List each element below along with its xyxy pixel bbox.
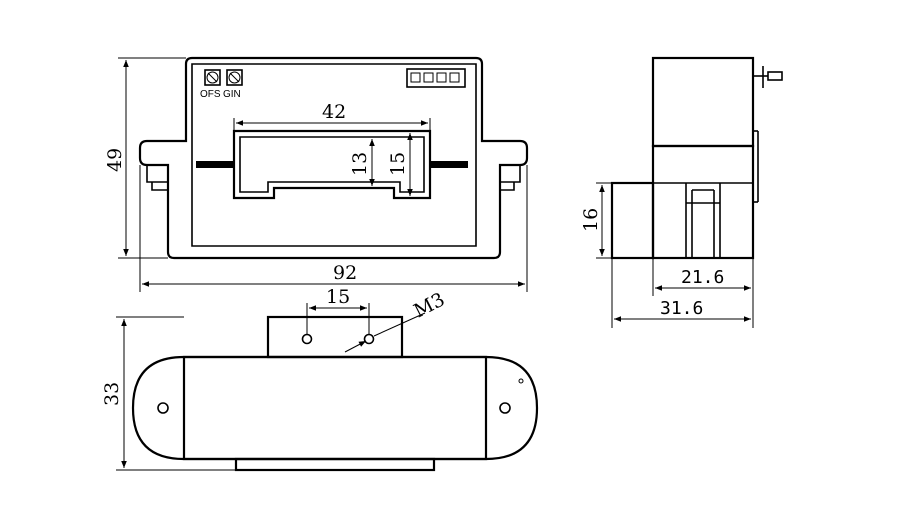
top-view: 15 M3 33 <box>101 286 539 472</box>
dim-42-label: 42 <box>322 101 346 123</box>
side-upper-housing <box>651 56 755 148</box>
screw-hole-left <box>301 333 313 345</box>
window-inner <box>239 136 425 193</box>
front-inner-panel <box>191 63 477 247</box>
mount-hole-left <box>157 402 169 414</box>
screw-hole-right <box>363 333 375 345</box>
connector-pin <box>423 72 434 83</box>
gin-label: GIN <box>223 89 241 100</box>
dim-31-6-label: 31.6 <box>660 298 703 319</box>
ofs-trimmer-icon <box>204 69 221 86</box>
left-flange-tab <box>146 165 168 183</box>
front-view-outline <box>138 56 529 260</box>
top-flange-outline <box>131 355 539 461</box>
top-connector-block <box>266 315 404 359</box>
dim-21-6-label: 21.6 <box>681 267 724 288</box>
dim-16-label: 16 <box>580 208 602 232</box>
dim-49-label: 49 <box>104 148 126 172</box>
right-connector-bar <box>430 161 468 168</box>
connector-pin <box>449 72 460 83</box>
front-view: OFS GIN 42 13 15 49 92 <box>104 56 529 292</box>
side-connector-pin <box>767 71 783 81</box>
ofs-label: OFS <box>200 89 221 100</box>
window-outer <box>232 129 432 200</box>
top-base-plate <box>234 457 436 472</box>
left-connector-bar <box>196 161 234 168</box>
connector-pin <box>410 72 421 83</box>
top-center-block <box>182 355 488 461</box>
right-flange-tab-lower <box>500 182 515 191</box>
mount-hole-right <box>499 402 511 414</box>
dim-13-label: 13 <box>349 152 371 176</box>
side-lower-body <box>651 144 755 260</box>
right-flange-tab <box>500 165 521 183</box>
side-left-flange <box>610 181 655 260</box>
connector-housing <box>406 68 466 88</box>
connector-pin <box>436 72 447 83</box>
left-flange-tab-lower <box>151 182 168 191</box>
m3-leader <box>344 340 367 353</box>
dim-15-top-label: 15 <box>326 286 350 308</box>
side-view: 16 21.6 31.6 <box>580 56 783 328</box>
dim-15-label: 15 <box>387 152 409 176</box>
dim-33-label: 33 <box>101 382 123 406</box>
dim-92-label: 92 <box>333 262 357 284</box>
orientation-dot <box>518 378 524 384</box>
gin-trimmer-icon <box>226 69 243 86</box>
